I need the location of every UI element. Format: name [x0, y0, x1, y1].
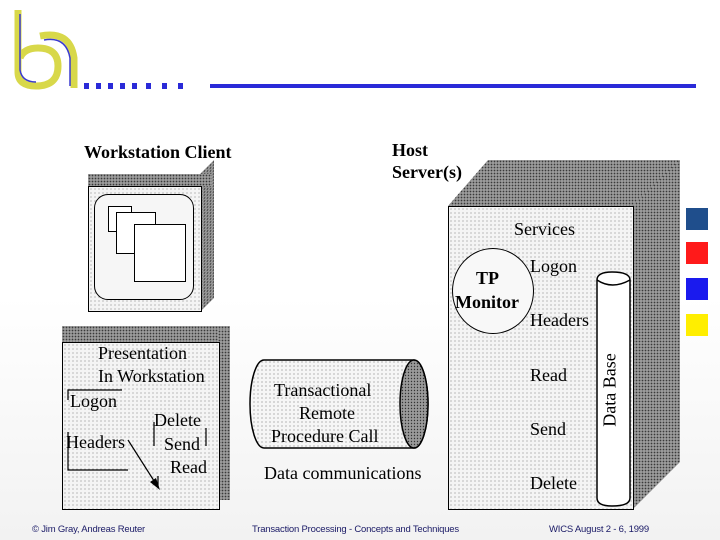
logo-icon — [14, 10, 78, 90]
host-delete: Delete — [530, 473, 577, 493]
presentation-box — [62, 342, 220, 510]
header-rule — [210, 84, 696, 88]
side-square-blue — [686, 278, 708, 300]
trpc-line3: Procedure Call — [271, 426, 379, 446]
workstation-box-top — [88, 174, 212, 186]
side-square-yellow — [686, 314, 708, 336]
tp-label: TP — [476, 268, 500, 288]
side-square-red — [686, 242, 708, 264]
ws-read: Read — [170, 457, 207, 477]
tp-monitor-circle — [452, 248, 534, 334]
host-read: Read — [530, 365, 567, 385]
footer-center: Transaction Processing - Concepts and Te… — [252, 524, 459, 535]
workstation-connectors — [67, 389, 207, 490]
host-headers: Headers — [530, 310, 589, 330]
database-cylinder — [596, 271, 631, 507]
ws-logon: Logon — [70, 391, 117, 411]
window-icon-front — [134, 224, 186, 282]
presentation-box-side — [218, 330, 230, 500]
host-title-line2: Server(s) — [392, 162, 462, 182]
host-box-side — [632, 160, 680, 510]
footer-right: WICS August 2 - 6, 1999 — [549, 524, 649, 535]
host-logon: Logon — [530, 256, 577, 276]
ws-send: Send — [164, 434, 200, 454]
side-square-navy — [686, 208, 708, 230]
ws-delete: Delete — [154, 410, 201, 430]
header-logo — [14, 10, 696, 90]
monitor-label: Monitor — [455, 292, 519, 312]
presentation-line2: In Workstation — [98, 366, 205, 386]
services-label: Services — [514, 219, 575, 239]
database-label: Data Base — [599, 353, 620, 427]
data-communications: Data communications — [264, 463, 422, 483]
presentation-box-top — [62, 326, 230, 342]
ws-headers: Headers — [66, 432, 125, 452]
footer-left: © Jim Gray, Andreas Reuter — [32, 524, 146, 535]
presentation-line1: Presentation — [98, 343, 187, 363]
workstation-title: Workstation Client — [84, 142, 232, 162]
trpc-line2: Remote — [299, 403, 355, 423]
header-dots — [84, 83, 183, 89]
host-send: Send — [530, 419, 566, 439]
trpc-cylinder — [249, 359, 429, 449]
trpc-line1: Transactional — [274, 380, 372, 400]
host-title-line1: Host — [392, 140, 428, 160]
